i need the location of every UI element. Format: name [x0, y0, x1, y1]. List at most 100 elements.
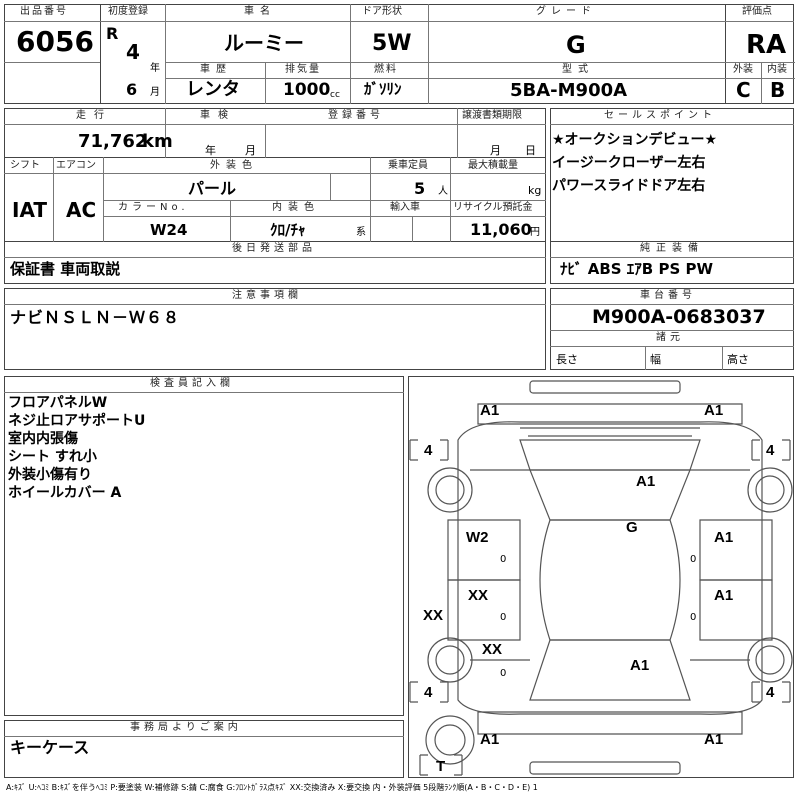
displacement-unit: cc: [330, 90, 340, 100]
inspection-year-unit: 年: [205, 144, 216, 157]
recycle-unit: 円: [530, 227, 540, 238]
zero-mark: 0: [500, 668, 506, 679]
tire-depth: 4: [424, 442, 433, 459]
car-name-header: 車名: [244, 6, 276, 17]
history-header: 車歴: [200, 64, 232, 75]
damage-mark: A1: [636, 473, 655, 490]
inspector-section: [4, 376, 404, 716]
tire-depth: 4: [424, 684, 433, 701]
inspector-header: 検査員記入欄: [150, 378, 234, 389]
grade-header: グレード: [536, 6, 596, 17]
length-label: 長さ: [556, 353, 578, 366]
inspector-note-1: フロアパネルW: [8, 395, 108, 411]
max-load-unit: kg: [528, 184, 542, 197]
capacity-header: 乗車定員: [388, 160, 428, 171]
damage-mark: A1: [630, 657, 649, 674]
interior-color-header: 内装色: [272, 202, 320, 213]
damage-mark: XX: [468, 587, 488, 604]
car-diagram-panel: [408, 376, 794, 778]
chassis-number: M900A-0683037: [592, 306, 766, 328]
transfer-deadline-header: 譲渡書類期限: [462, 110, 522, 121]
zero-mark: 0: [500, 554, 506, 565]
import-header: 輸入車: [390, 202, 420, 213]
interior-color-unit: 系: [356, 227, 366, 238]
month-unit: 月: [150, 87, 160, 98]
exterior-header: 外装: [733, 64, 753, 75]
caution-section: [4, 288, 546, 370]
aircon: AC: [66, 198, 97, 222]
model-header: 型式: [562, 64, 594, 75]
sales-point-1: ★オークションデビュー★: [552, 132, 718, 148]
equipment: ﾅﾋﾞ ABS ｴｱB PS PW: [560, 260, 714, 278]
registration-number-header: 登録番号: [328, 110, 384, 121]
score-header: 評価点: [742, 6, 772, 17]
spare-tire: T: [436, 758, 445, 775]
transfer-month-unit: 月: [490, 144, 501, 157]
interior-color: ｸﾛ/ﾁｬ: [270, 221, 306, 239]
damage-mark: A1: [480, 731, 499, 748]
office-notes: キーケース: [10, 738, 90, 757]
damage-mark: XX: [482, 641, 502, 658]
model-code: 5BA-M900A: [510, 80, 628, 101]
recycle-fee: 11,060: [470, 220, 532, 239]
damage-mark: A1: [704, 402, 723, 419]
shift-header: シフト: [10, 160, 40, 171]
later-parts-header: 後日発送部品: [232, 243, 316, 254]
lot-number: 6056: [16, 25, 94, 58]
registration-month: 6: [126, 80, 138, 99]
capacity: 5: [414, 179, 426, 198]
inspector-note-2: ネジ止ロアサポートU: [8, 413, 146, 429]
spec-header: 諸元: [656, 332, 684, 343]
damage-mark: G: [626, 519, 638, 536]
damage-mark: XX: [423, 607, 443, 624]
tire-depth: 4: [766, 442, 775, 459]
interior-header: 内装: [767, 64, 787, 75]
damage-mark: A1: [480, 402, 499, 419]
displacement: 1000: [283, 80, 331, 100]
fuel: ｶﾞｿﾘﾝ: [364, 80, 402, 98]
vehicle-detail-section: [4, 108, 546, 284]
color-number-header: カラーNo.: [118, 202, 189, 213]
damage-mark: A1: [714, 529, 733, 546]
top-section: [4, 4, 794, 104]
fuel-header: 燃料: [374, 64, 398, 75]
era: R: [106, 24, 119, 43]
inspection-header: 車検: [200, 110, 236, 121]
inspector-note-3: 室内内張傷: [8, 431, 78, 447]
height-label: 高さ: [727, 353, 749, 366]
office-header: 事務局よりご案内: [130, 722, 242, 733]
mileage-header: 走行: [76, 110, 112, 121]
displacement-header: 排気量: [285, 64, 321, 75]
shift: IAT: [12, 198, 48, 222]
capacity-unit: 人: [438, 186, 448, 197]
transfer-day-unit: 日: [525, 144, 536, 157]
score: RA: [746, 30, 787, 60]
zero-mark: 0: [500, 612, 506, 623]
tire-depth: 4: [766, 684, 775, 701]
sales-point-section: [550, 108, 794, 284]
interior-grade: B: [770, 78, 786, 102]
chassis-header: 車台番号: [640, 290, 696, 301]
door-header: ドア形状: [362, 6, 402, 17]
mileage-unit: km: [142, 131, 173, 152]
inspection-month-unit: 月: [245, 144, 256, 157]
color-number: W24: [150, 221, 188, 239]
chassis-section: [550, 288, 794, 370]
damage-mark: W2: [466, 529, 489, 546]
sales-point-header: セールスポイント: [604, 110, 716, 121]
exterior-grade: C: [736, 78, 751, 102]
caution-header: 注意事項欄: [232, 290, 302, 301]
max-load-header: 最大積載量: [468, 160, 518, 171]
first-registration-header: 初度登録: [108, 6, 148, 17]
inspector-note-4: シート すれ小: [8, 449, 97, 465]
lot-header: 出品番号: [20, 6, 68, 17]
damage-mark: A1: [714, 587, 733, 604]
year-unit: 年: [150, 63, 160, 74]
car-name: ルーミー: [224, 31, 304, 55]
later-parts: 保証書 車両取説: [10, 260, 121, 278]
registration-year: 4: [126, 40, 140, 64]
office-section: [4, 720, 404, 778]
damage-mark: A1: [704, 731, 723, 748]
mileage: 71,762: [78, 131, 148, 152]
